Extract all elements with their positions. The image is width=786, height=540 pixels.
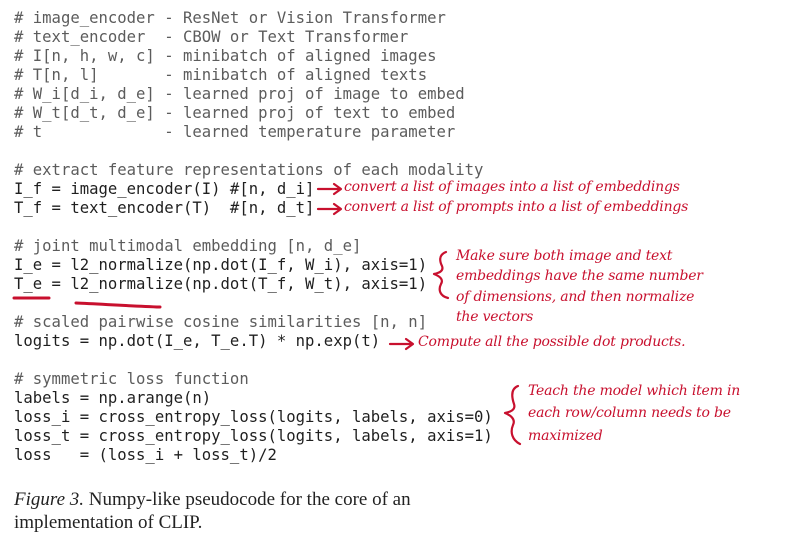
- handwritten-note-teach-line: maximized: [528, 428, 603, 444]
- arrow-icon: [316, 182, 343, 196]
- code-line-text-features: T_f = text_encoder(T) #[n, d_t]: [14, 199, 315, 217]
- handwritten-note-convert-prompts: convert a list of prompts into a list of…: [344, 199, 689, 215]
- code-comment-line: # image_encoder - ResNet or Vision Trans…: [14, 9, 446, 27]
- brace-icon: [503, 384, 522, 446]
- caption-text: Numpy-like pseudocode for the core of an…: [14, 489, 411, 533]
- underline-mark: [74, 301, 162, 309]
- code-comment-line: # text_encoder - CBOW or Text Transforme…: [14, 28, 409, 46]
- code-line-text-embedding: T_e = l2_normalize(np.dot(T_f, W_t), axi…: [14, 275, 428, 293]
- code-comment-line: # t - learned temperature parameter: [14, 123, 456, 141]
- handwritten-note-normalize-line: of dimensions, and then normalize: [456, 289, 695, 305]
- code-comment-line: # W_t[d_t, d_e] - learned proj of text t…: [14, 104, 456, 122]
- code-line-loss: loss = (loss_i + loss_t)/2: [14, 446, 277, 464]
- code-line-image-features: I_f = image_encoder(I) #[n, d_i]: [14, 180, 315, 198]
- arrow-icon: [388, 337, 415, 351]
- code-section-comment: # scaled pairwise cosine similarities [n…: [14, 313, 428, 331]
- code-line-labels: labels = np.arange(n): [14, 389, 212, 407]
- code-comment-line: # T[n, l] - minibatch of aligned texts: [14, 66, 428, 84]
- code-line-loss-i: loss_i = cross_entropy_loss(logits, labe…: [14, 408, 493, 426]
- handwritten-note-normalize-line: the vectors: [456, 309, 534, 325]
- arrow-icon: [316, 202, 343, 216]
- code-line-image-embedding: I_e = l2_normalize(np.dot(I_f, W_i), axi…: [14, 256, 428, 274]
- handwritten-note-normalize-line: Make sure both image and text: [456, 248, 673, 264]
- code-comment-line: # I[n, h, w, c] - minibatch of aligned i…: [14, 47, 437, 65]
- pseudocode-block: # image_encoder - ResNet or Vision Trans…: [14, 9, 493, 465]
- handwritten-note-convert-images: convert a list of images into a list of …: [344, 179, 680, 195]
- figure-caption: Figure 3. Numpy-like pseudocode for the …: [14, 488, 534, 534]
- handwritten-note-dot-products: Compute all the possible dot products.: [418, 334, 686, 350]
- code-section-comment: # extract feature representations of eac…: [14, 161, 484, 179]
- handwritten-note-teach-line: each row/column needs to be: [528, 405, 731, 421]
- code-section-comment: # joint multimodal embedding [n, d_e]: [14, 237, 362, 255]
- brace-icon: [432, 250, 450, 300]
- code-section-comment: # symmetric loss function: [14, 370, 249, 388]
- handwritten-note-normalize-line: embeddings have the same number: [456, 268, 703, 284]
- code-line-loss-t: loss_t = cross_entropy_loss(logits, labe…: [14, 427, 493, 445]
- figure-label: Figure 3.: [14, 489, 85, 510]
- handwritten-note-teach-line: Teach the model which item in: [528, 383, 741, 399]
- code-line-logits: logits = np.dot(I_e, T_e.T) * np.exp(t): [14, 332, 381, 350]
- code-comment-line: # W_i[d_i, d_e] - learned proj of image …: [14, 85, 465, 103]
